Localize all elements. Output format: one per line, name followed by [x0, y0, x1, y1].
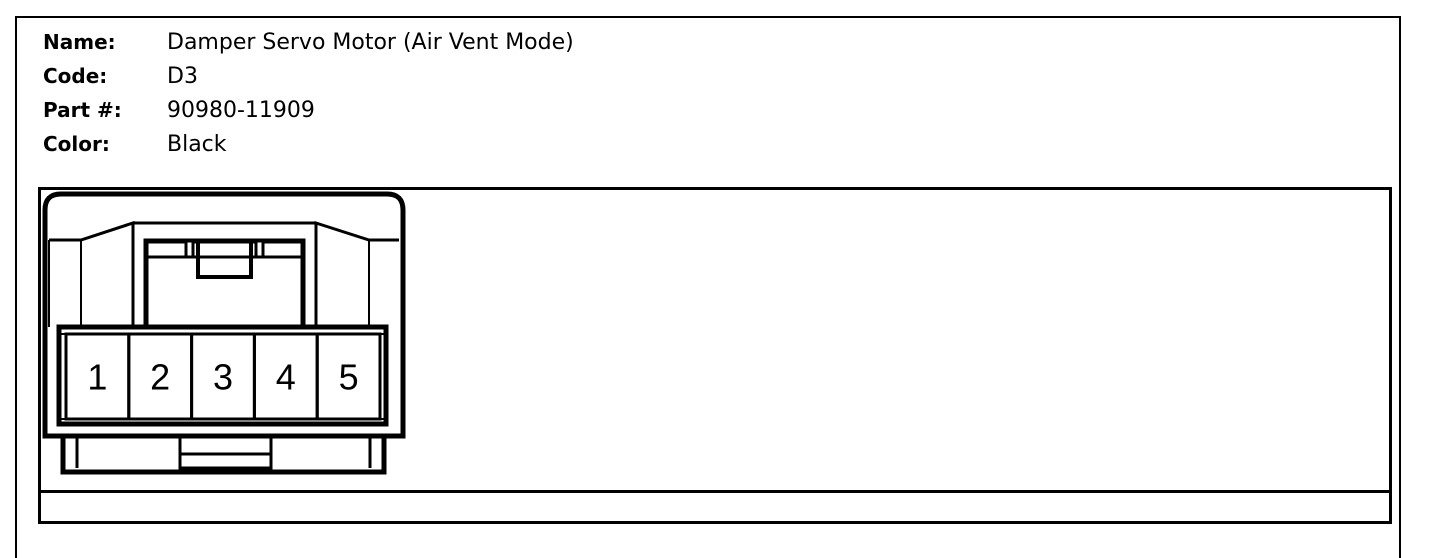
connector-diagram-panel: 1 2 3 4 5 [38, 187, 1392, 524]
name-label: Name: [43, 30, 116, 54]
part-value: 90980-11909 [167, 98, 315, 123]
connector-latch-tab [196, 239, 253, 279]
connector-latch [143, 238, 306, 327]
connector-sheet: Name: Damper Servo Motor (Air Vent Mode)… [15, 16, 1401, 558]
connector-face-diagram: 1 2 3 4 5 [42, 191, 406, 475]
color-value: Black [167, 132, 227, 157]
pin-block [56, 324, 389, 427]
part-label: Part #: [43, 98, 122, 122]
pin-number-1: 1 [87, 357, 107, 398]
pin-number-4: 4 [276, 357, 296, 398]
connector-bottom-key [60, 436, 387, 475]
connector-shoulder [49, 220, 135, 327]
pin-cavity-5 [315, 332, 382, 421]
pin-number-5: 5 [339, 357, 359, 398]
panel-divider [41, 490, 1389, 493]
connector-housing-outline [42, 191, 406, 439]
name-value: Damper Servo Motor (Air Vent Mode) [167, 30, 574, 55]
code-value: D3 [167, 64, 198, 89]
color-label: Color: [43, 132, 110, 156]
code-label: Code: [43, 64, 108, 88]
pin-number-3: 3 [213, 357, 233, 398]
pin-number-2: 2 [150, 357, 170, 398]
